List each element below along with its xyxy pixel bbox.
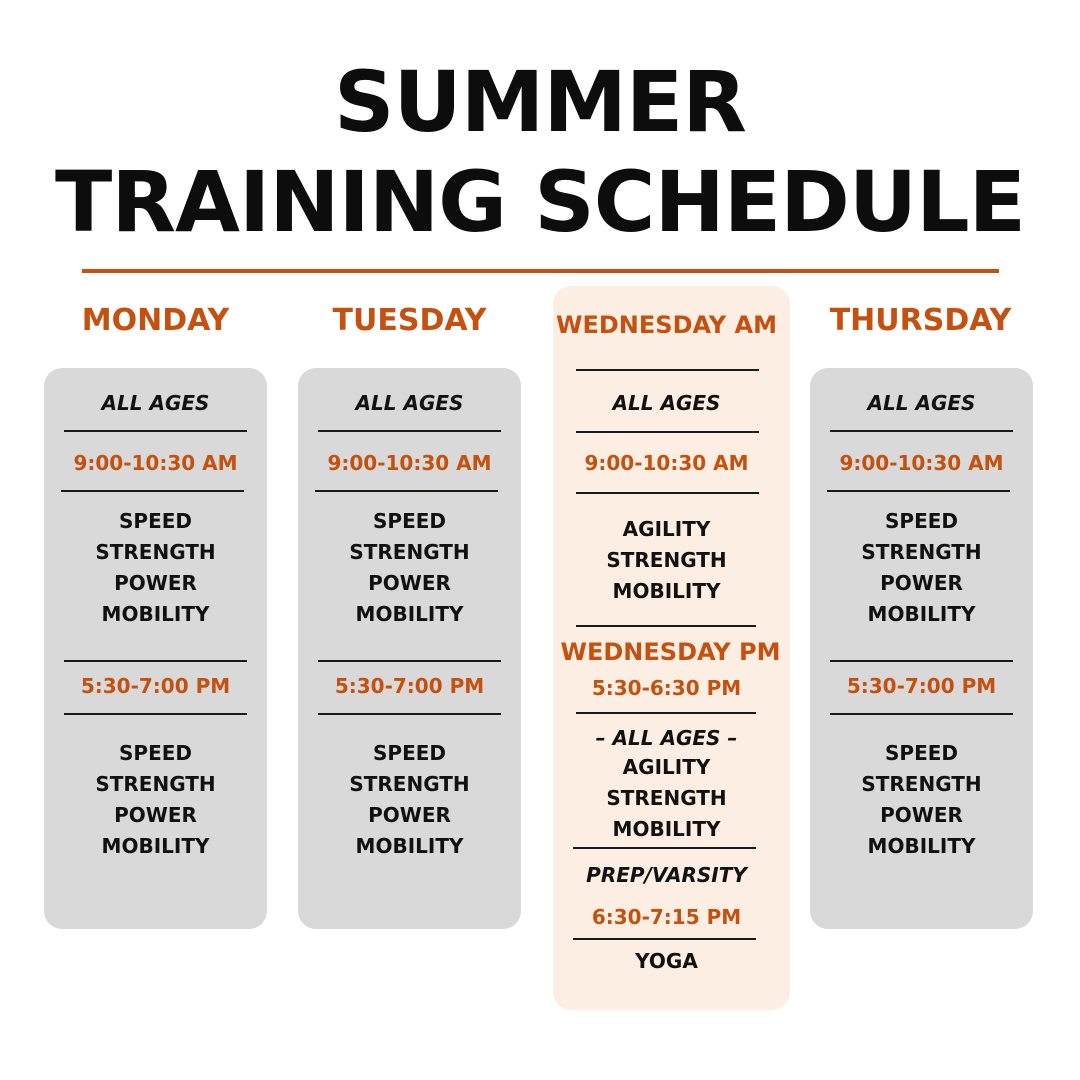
divider — [576, 369, 759, 371]
pm-age-group-label: – ALL AGES – — [595, 726, 738, 750]
age-group-label: ALL AGES — [355, 391, 464, 415]
am-time: 9:00-10:30 AM — [73, 451, 238, 475]
am-time: 9:00-10:30 AM — [839, 451, 1004, 475]
pm-activities: SPEED STRENGTH POWER MOBILITY — [349, 741, 470, 858]
title-line-1: SUMMER — [334, 53, 747, 151]
day-heading-wednesday-am: WEDNESDAY AM — [556, 311, 777, 339]
am-time: 9:00-10:30 AM — [584, 451, 749, 475]
pm-activities: SPEED STRENGTH POWER MOBILITY — [95, 741, 216, 858]
divider — [318, 713, 501, 715]
divider — [576, 625, 756, 627]
prep-activity: YOGA — [635, 949, 698, 973]
pm-time: 5:30-6:30 PM — [591, 676, 742, 700]
day-heading-wednesday-pm: WEDNESDAY PM — [560, 638, 781, 666]
divider — [318, 430, 501, 432]
divider — [61, 490, 244, 492]
pm-activities: SPEED STRENGTH POWER MOBILITY — [861, 741, 982, 858]
day-heading-thursday: THURSDAY — [829, 303, 1012, 338]
pm-time: 5:30-7:00 PM — [846, 674, 997, 698]
schedule-card-tuesday: ALL AGES 9:00-10:30 AM SPEED STRENGTH PO… — [298, 368, 521, 929]
am-time: 9:00-10:30 AM — [327, 451, 492, 475]
pm-time: 5:30-7:00 PM — [80, 674, 231, 698]
divider — [64, 660, 247, 662]
age-group-label: ALL AGES — [867, 391, 976, 415]
divider — [830, 713, 1013, 715]
prep-time: 6:30-7:15 PM — [591, 905, 742, 929]
divider — [573, 938, 756, 940]
divider — [827, 490, 1010, 492]
day-heading-monday: MONDAY — [81, 303, 230, 338]
divider — [64, 713, 247, 715]
schedule-card-wednesday: WEDNESDAY AM ALL AGES 9:00-10:30 AM AGIL… — [553, 286, 790, 1010]
am-activities: SPEED STRENGTH POWER MOBILITY — [349, 509, 470, 626]
divider — [573, 847, 756, 849]
title-divider — [82, 269, 999, 273]
divider — [576, 431, 759, 433]
schedule-card-thursday: ALL AGES 9:00-10:30 AM SPEED STRENGTH PO… — [810, 368, 1033, 929]
divider — [576, 492, 759, 494]
title-line-2: TRAINING SCHEDULE — [55, 153, 1026, 251]
am-activities: SPEED STRENGTH POWER MOBILITY — [861, 509, 982, 626]
am-activities: SPEED STRENGTH POWER MOBILITY — [95, 509, 216, 626]
prep-varsity-label: PREP/VARSITY — [586, 863, 747, 887]
divider — [830, 660, 1013, 662]
divider — [64, 430, 247, 432]
schedule-card-monday: ALL AGES 9:00-10:30 AM SPEED STRENGTH PO… — [44, 368, 267, 929]
divider — [576, 712, 756, 714]
divider — [830, 430, 1013, 432]
divider — [315, 490, 498, 492]
divider — [318, 660, 501, 662]
age-group-label: ALL AGES — [612, 391, 721, 415]
pm-time: 5:30-7:00 PM — [334, 674, 485, 698]
day-heading-tuesday: TUESDAY — [332, 303, 487, 338]
pm-activities: AGILITY STRENGTH MOBILITY — [606, 755, 727, 841]
am-activities: AGILITY STRENGTH MOBILITY — [606, 517, 727, 603]
age-group-label: ALL AGES — [101, 391, 210, 415]
